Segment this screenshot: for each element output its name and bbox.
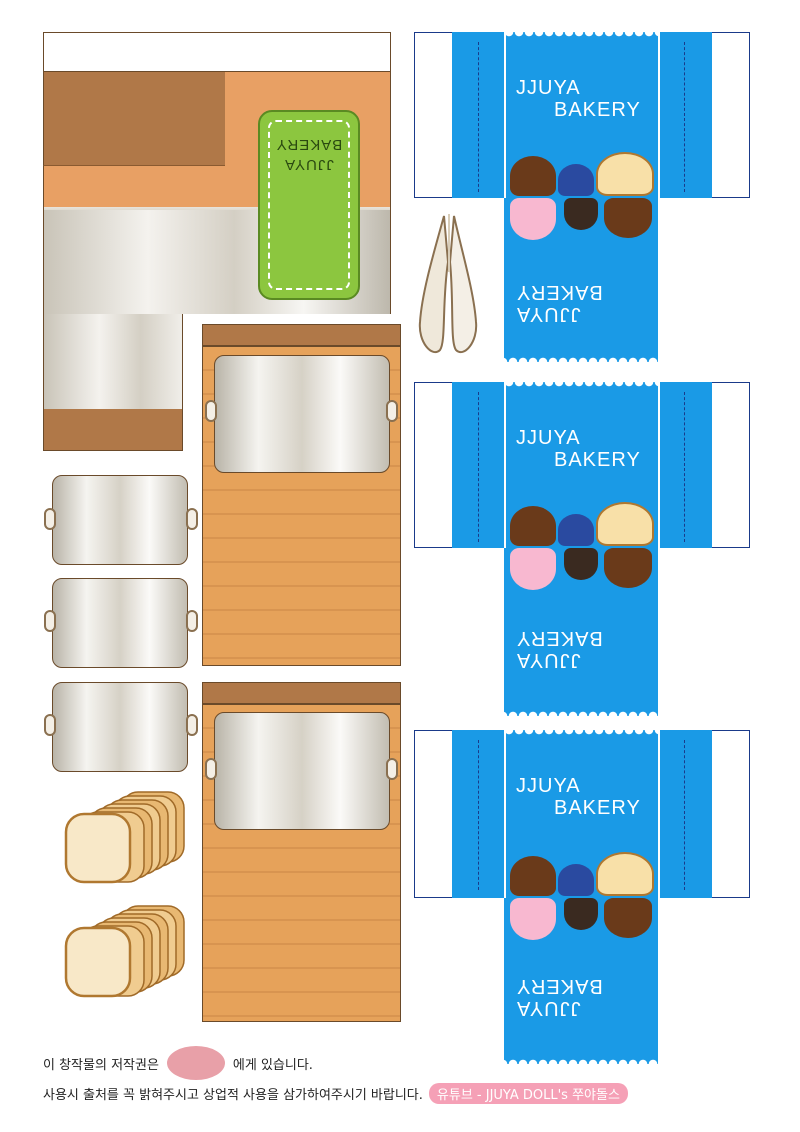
tray-handle [205,400,217,422]
youtube-channel-link[interactable]: 유튜브 - JJUYA DOLL's 쭈야돌스 [428,1083,628,1104]
bag-back-text-2: BAKERY [516,627,603,649]
shelf-cap-lower [202,682,401,704]
bag-back-text-1: JJUYA [516,997,581,1019]
bread-bag-1: JJUYA BAKERY BAKERY JJUYA [414,32,750,362]
tray-on-shelf-upper [214,355,390,473]
bread-loaf-1 [64,791,185,884]
tray-on-shelf-lower [214,712,390,830]
tray-handle [386,758,398,780]
bag-title-1: JJUYA [516,77,581,99]
bread-loaf-2 [64,905,185,998]
tray-handle [186,508,198,530]
tray-handle [386,400,398,422]
bag-title-1: JJUYA [516,427,581,449]
bag-back-text-1: JJUYA [516,303,581,325]
bag-title-2: BAKERY [554,99,641,121]
bag-title-2: BAKERY [554,797,641,819]
bag-title-2: BAKERY [554,449,641,471]
bag-back-text-2: BAKERY [516,975,603,997]
tray-handle [44,508,56,530]
tray-handle [205,758,217,780]
bag-title-1: JJUYA [516,775,581,797]
copyright-line: 이 창작물의 저작권은 에게 있습니다. [43,1046,313,1080]
loose-tray-1 [52,475,188,565]
tray-handle [44,714,56,736]
copyright-text-before: 이 창작물의 저작권은 [43,1057,159,1073]
bread-bag-2: JJUYA BAKERY BAKERY JJUYA [414,382,750,716]
copyright-text-after: 에게 있습니다. [232,1057,313,1073]
bag-back-text-1: JJUYA [516,649,581,671]
shelf-cap-upper [202,324,401,346]
sign-line-2: BAKERY [275,136,343,153]
tray-handle [186,610,198,632]
counter-base [43,409,183,451]
counter-steel-leg [43,314,183,409]
counter-dark-panel [43,72,225,166]
loose-tray-2 [52,578,188,668]
bakery-sign: JJUYA BAKERY [258,110,360,300]
tray-handle [44,610,56,632]
usage-text: 사용시 출처를 꼭 밝혀주시고 상업적 사용을 삼가하여주시기 바랍니다. [43,1088,423,1103]
tray-handle [186,714,198,736]
sign-line-1: JJUYA [284,156,334,173]
tongs [418,214,478,353]
bag-back-text-2: BAKERY [516,281,603,303]
bread-bag-3: JJUYA BAKERY BAKERY JJUYA [414,730,750,1064]
brand-logo-icon [166,1046,225,1080]
counter-top-panel [43,32,391,72]
usage-notice: 사용시 출처를 꼭 밝혀주시고 상업적 사용을 삼가하여주시기 바랍니다. 유튜… [43,1083,628,1104]
loose-tray-3 [52,682,188,772]
